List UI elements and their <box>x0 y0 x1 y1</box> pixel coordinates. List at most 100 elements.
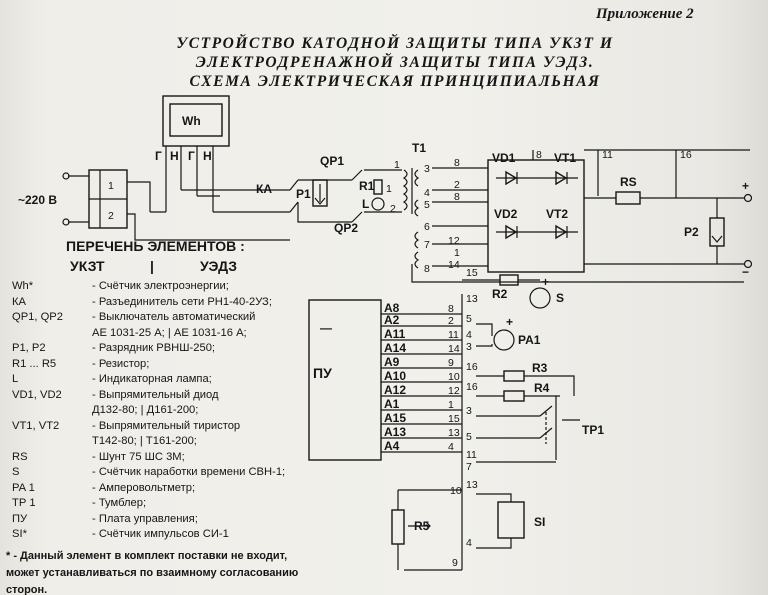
top-num-11: 11 <box>602 149 613 161</box>
pa1-meter <box>493 329 515 351</box>
list-note: * - Данный элемент в комплект поставки н… <box>6 550 299 595</box>
pu-pin-number: 8 <box>448 303 454 315</box>
pa1-label: PA1 <box>518 333 541 347</box>
list-item-code: ПУ <box>12 512 28 525</box>
vt2-label: VT2 <box>546 207 568 221</box>
pu-pin-label: A14 <box>384 341 406 355</box>
terminal-1-label: 1 <box>108 180 114 192</box>
rn-3b: 3 <box>466 405 472 417</box>
t1-pin1: 1 <box>394 159 400 171</box>
list-title: ПЕРЕЧЕНЬ ЭЛЕМЕНТОВ : <box>66 238 245 254</box>
list-item-desc: - Счётчик электроэнергии; <box>92 280 229 292</box>
list-item-desc: - Амперовольтметр; <box>92 481 196 494</box>
list-item: SI*- Счётчик импульсов СИ-1 <box>12 528 312 540</box>
l-pin2: 2 <box>390 203 396 215</box>
wh-leads <box>165 146 214 212</box>
tp1-switch <box>476 396 557 463</box>
rn-16a: 16 <box>466 361 478 373</box>
pu-pin-number: 1 <box>448 399 454 411</box>
p2-leads <box>711 198 723 264</box>
wh-pin-n1: Н <box>170 149 179 163</box>
list-item-code: КА <box>12 295 26 308</box>
wh-meter-box <box>162 95 230 147</box>
output-minus-terminal <box>743 259 753 269</box>
t1-sec-6: 6 <box>424 221 430 233</box>
tp1-label: TP1 <box>582 423 604 437</box>
vt1-label: VT1 <box>554 151 576 165</box>
list-item: VD1, VD2- Выпрямительный диод <box>12 389 312 401</box>
list-item: КА - Разъединитель сети РН1-40-2УЗ; <box>12 296 312 308</box>
list-item-code: VD1, VD2 <box>12 388 62 401</box>
list-item-desc: Д132-80; | Д161-200; <box>92 404 199 416</box>
list-item: QP1, QP2- Выключатель автоматический <box>12 311 312 323</box>
list-item: ТР 1- Тумблер; <box>12 497 312 509</box>
wh-pin-g2: Г <box>188 149 195 163</box>
list-item-desc: - Резистор; <box>92 357 150 370</box>
t1-right-12: 12 <box>448 235 460 247</box>
list-item: R1 ... R5- Резистор; <box>12 358 312 370</box>
r3-resistor <box>503 370 525 382</box>
list-item-desc: - Выпрямительный тиристор <box>92 419 241 432</box>
s-counter <box>529 287 551 309</box>
terminal-2-label: 2 <box>108 210 114 222</box>
mains-terminal-bottom <box>62 218 70 226</box>
t1-sec-8: 8 <box>424 263 430 275</box>
pu-pin-number: 12 <box>448 385 460 397</box>
s-label: S <box>556 291 564 305</box>
list-item-code: SI* <box>12 528 27 540</box>
top-num-8: 8 <box>536 149 542 161</box>
top-num-16: 16 <box>680 149 692 161</box>
si-wiring <box>476 493 512 549</box>
list-item-desc: - Индикаторная лампа; <box>92 373 212 385</box>
pu-pin-label: A15 <box>384 411 406 425</box>
rn-13b: 13 <box>466 479 478 491</box>
list-item: S- Счётчик наработки времени СВН-1; <box>12 466 312 478</box>
list-item-code: L <box>12 373 19 385</box>
list-col-left: УКЗТ <box>70 258 105 274</box>
r1-resistor <box>373 179 383 195</box>
list-item-desc: - Тумблер; <box>92 497 147 509</box>
n10-label: 10 <box>450 485 462 497</box>
t1-right-1: 1 <box>454 247 460 259</box>
list-item-code: PA 1 <box>12 481 35 494</box>
list-item-desc: - Разъединитель сети РН1-40-2УЗ; <box>92 295 272 308</box>
list-item-desc: Т142-80; | Т161-200; <box>92 435 197 447</box>
r1-pin1: 1 <box>386 183 392 195</box>
pu-label: ПУ <box>313 365 332 381</box>
r5-label: R5 <box>414 519 430 533</box>
pu-pin-number: 11 <box>448 329 459 341</box>
bridge-rails <box>496 177 578 233</box>
l-label: L <box>362 197 369 211</box>
p1-arrester <box>312 179 328 207</box>
rn-13a: 13 <box>466 293 478 305</box>
r4-resistor <box>503 390 525 402</box>
qp2-label: QP2 <box>334 221 358 235</box>
t1-sec-4: 4 <box>424 187 430 199</box>
p2-label: P2 <box>684 225 699 239</box>
pu-pin-label: A13 <box>384 425 406 439</box>
list-item: PA 1 - Амперовольтметр; <box>12 482 312 494</box>
t1-right-8: 8 <box>454 157 460 169</box>
pu-board <box>308 299 382 461</box>
lamp-l <box>371 197 385 211</box>
qp1-label: QP1 <box>320 154 344 168</box>
rn-7: 7 <box>466 461 472 473</box>
r2-label: R2 <box>492 287 508 301</box>
pu-pin-label: A9 <box>384 355 400 369</box>
list-item: ПУ- Плата управления; <box>12 513 312 525</box>
list-item-desc: - Счётчик наработки времени СВН-1; <box>92 466 286 478</box>
output-plus-terminal <box>743 193 753 203</box>
title-line-1: УСТРОЙСТВО КАТОДНОЙ ЗАЩИТЫ ТИПА УКЗТ И <box>176 35 614 52</box>
output-plus-label: + <box>742 179 749 193</box>
si-counter <box>497 501 525 539</box>
list-item-desc: - Выключатель автоматический <box>92 311 256 323</box>
mains-wiring <box>68 175 290 241</box>
n9-label: 9 <box>452 557 458 569</box>
vd2-label: VD2 <box>494 207 518 221</box>
rn-4b: 4 <box>466 537 472 549</box>
list-item: P1, P2- Разрядник РВНШ-250; <box>12 342 312 354</box>
pa1-wiring <box>476 323 493 347</box>
pu-pin-number: 14 <box>448 343 460 355</box>
t1-sec-3: 3 <box>424 163 430 175</box>
wh-meter-inner <box>169 103 223 137</box>
